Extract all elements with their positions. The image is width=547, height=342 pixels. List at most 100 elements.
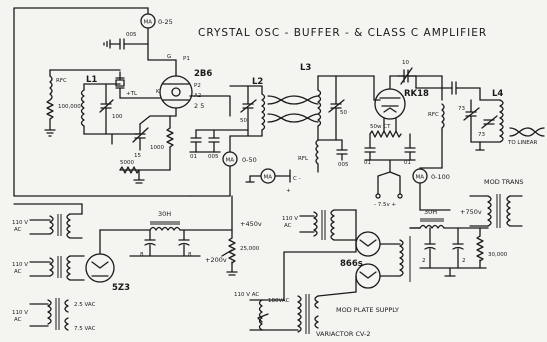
hv-filter: 30H +750v 2 2 30,000 bbox=[409, 208, 508, 277]
pa-tank: RFC L4 73 73 TO LINEAR bbox=[415, 75, 545, 169]
svg-text:50w CT: 50w CT bbox=[370, 124, 391, 130]
pa-filament-network: 50w CT 01 01 - 7.5v + bbox=[364, 117, 416, 208]
svg-text:AC: AC bbox=[14, 317, 22, 323]
svg-text:- 7.5v +: - 7.5v + bbox=[374, 202, 396, 208]
svg-text:AC: AC bbox=[14, 227, 22, 233]
tube-866-a bbox=[355, 209, 381, 257]
svg-text:110 V: 110 V bbox=[282, 216, 298, 222]
cap-100: 100 bbox=[83, 83, 141, 145]
svg-text:2: 2 bbox=[422, 258, 426, 264]
svg-text:+200v: +200v bbox=[205, 256, 227, 264]
grid-bias-meter: MA C - + bbox=[245, 168, 301, 194]
svg-text:50: 50 bbox=[240, 118, 247, 124]
svg-text:+750v: +750v bbox=[460, 208, 482, 216]
diagram-title: CRYSTAL OSC - BUFFER - & CLASS C AMPLIFI… bbox=[198, 27, 487, 39]
lv-filter: 30H 8 8 bbox=[99, 210, 233, 258]
filament-transformer: 110 V AC 2.5 VAC 7.5 VAC bbox=[12, 298, 96, 332]
grid-rfc-and-leak: RFC 100,000 bbox=[44, 69, 121, 137]
svg-text:8: 8 bbox=[188, 252, 192, 258]
tube-5z3-label: 5Z3 bbox=[112, 283, 130, 293]
coil-l3: L3 50 005 RFL bbox=[298, 63, 375, 173]
hv-filament-winding bbox=[379, 227, 421, 282]
cathode-resistors: 1000 5000 bbox=[119, 115, 174, 184]
tube-2b6-label: 2B6 bbox=[194, 69, 212, 79]
osc-plate-bypass: 01 005 bbox=[189, 95, 249, 160]
svg-text:7.5 VAC: 7.5 VAC bbox=[74, 326, 96, 332]
svg-text:1000: 1000 bbox=[150, 145, 164, 151]
svg-text:110 V AC: 110 V AC bbox=[234, 292, 259, 298]
svg-text:01: 01 bbox=[404, 160, 411, 166]
cap-15: 15 bbox=[132, 115, 177, 159]
power-transformer-2: 110 V AC bbox=[12, 255, 85, 281]
svg-text:0-100: 0-100 bbox=[431, 173, 450, 181]
coil-l2: L2 50 bbox=[229, 77, 266, 153]
svg-text:100,000: 100,000 bbox=[58, 104, 81, 110]
tube-2b6: 2B6 2 5 G P1 P2 A2 K bbox=[156, 54, 212, 117]
bleeder-25k: 25,000 +450v +200v bbox=[205, 195, 262, 276]
svg-text:005: 005 bbox=[338, 162, 349, 168]
svg-text:100: 100 bbox=[112, 114, 123, 120]
svg-text:TO LINEAR: TO LINEAR bbox=[507, 140, 537, 146]
pa-plate-meter: MA 0-100 bbox=[412, 167, 451, 211]
osc-plate-meter: MA 0-25 bbox=[140, 13, 173, 29]
svg-text:RFL: RFL bbox=[298, 156, 309, 162]
svg-text:L2: L2 bbox=[252, 77, 263, 87]
tube-5z3: 5Z3 bbox=[85, 229, 130, 293]
svg-text:AC: AC bbox=[14, 269, 22, 275]
svg-text:30H: 30H bbox=[424, 208, 437, 216]
svg-text:2.5 VAC: 2.5 VAC bbox=[74, 302, 96, 308]
svg-text:L3: L3 bbox=[300, 63, 311, 73]
svg-text:73: 73 bbox=[478, 132, 485, 138]
crystal: +TL bbox=[115, 71, 161, 99]
svg-text:110 V: 110 V bbox=[12, 220, 28, 226]
svg-text:50: 50 bbox=[340, 110, 347, 116]
svg-text:005: 005 bbox=[208, 154, 219, 160]
power-transformer-1: 110 V AC bbox=[12, 203, 83, 239]
svg-text:K: K bbox=[156, 89, 160, 95]
svg-text:180VAC: 180VAC bbox=[268, 298, 290, 304]
mod-transformer: MOD TRANS bbox=[469, 178, 523, 228]
svg-text:P1: P1 bbox=[183, 56, 190, 62]
svg-text:+450v: +450v bbox=[240, 220, 262, 228]
hv-transformer: 110 V AC bbox=[282, 209, 357, 241]
variactor: 110 V AC 180VAC bbox=[234, 243, 357, 331]
tube-866-label: 866s bbox=[340, 259, 363, 269]
svg-text:2: 2 bbox=[462, 258, 466, 264]
svg-text:01: 01 bbox=[364, 160, 371, 166]
svg-text:15: 15 bbox=[134, 153, 141, 159]
svg-text:AC: AC bbox=[284, 223, 292, 229]
tube-rk18: RK18 bbox=[373, 75, 443, 120]
link-coupling bbox=[267, 95, 319, 123]
svg-text:0-50: 0-50 bbox=[242, 156, 257, 164]
svg-text:8: 8 bbox=[140, 252, 144, 258]
svg-text:MA: MA bbox=[264, 175, 273, 181]
osc-bypass-cap: 005 bbox=[103, 32, 149, 50]
coil-l1: L1 bbox=[80, 75, 121, 135]
svg-text:MA: MA bbox=[226, 158, 235, 164]
svg-text:MA: MA bbox=[416, 175, 425, 181]
svg-text:2 5: 2 5 bbox=[194, 102, 204, 110]
svg-text:110 V: 110 V bbox=[12, 310, 28, 316]
svg-text:73: 73 bbox=[458, 106, 465, 112]
cap-10: 10 bbox=[397, 60, 417, 85]
svg-text:P2: P2 bbox=[194, 83, 201, 89]
svg-text:30,000: 30,000 bbox=[488, 252, 508, 258]
svg-text:005: 005 bbox=[126, 32, 137, 38]
svg-text:110 V: 110 V bbox=[12, 262, 28, 268]
svg-text:L4: L4 bbox=[492, 89, 503, 99]
svg-text:MOD TRANS: MOD TRANS bbox=[484, 178, 523, 186]
svg-text:VARIACTOR CV-2: VARIACTOR CV-2 bbox=[316, 330, 371, 338]
svg-text:G: G bbox=[167, 54, 171, 60]
svg-text:+TL: +TL bbox=[126, 91, 138, 97]
svg-text:01: 01 bbox=[190, 154, 197, 160]
svg-text:10: 10 bbox=[402, 60, 409, 66]
tube-rk18-label: RK18 bbox=[404, 89, 429, 99]
svg-text:C -: C - bbox=[293, 176, 301, 182]
svg-text:L1: L1 bbox=[86, 75, 97, 85]
osc-meter-range: 0-25 bbox=[158, 18, 173, 26]
svg-text:RFC: RFC bbox=[56, 78, 67, 84]
svg-text:25,000: 25,000 bbox=[240, 246, 260, 252]
svg-text:RFC: RFC bbox=[428, 112, 439, 118]
svg-text:30H: 30H bbox=[158, 210, 171, 218]
